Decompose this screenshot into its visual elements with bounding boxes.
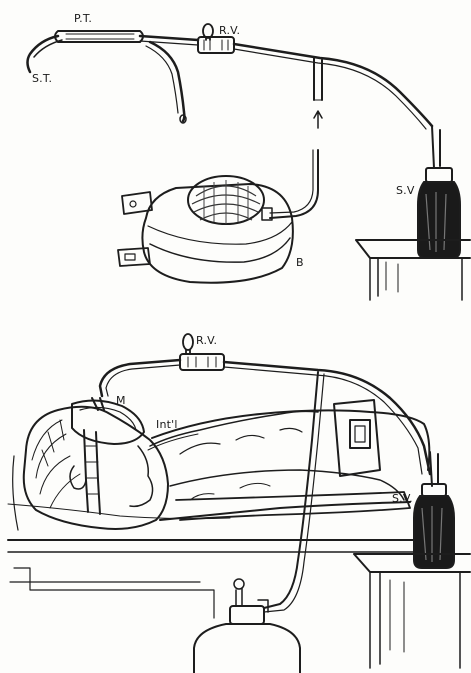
pharyngeal-tube: [28, 31, 144, 72]
label-pt: P.T.: [74, 12, 92, 25]
label-m: M: [116, 394, 126, 407]
label-sv-top: S.V: [396, 184, 415, 197]
label-rv-bottom: R.V.: [196, 334, 217, 347]
bottom-sv-bottle: [414, 452, 454, 568]
label-intl: Int'l: [156, 418, 178, 431]
gas-cylinder: [194, 579, 300, 673]
top-apparatus: [28, 24, 471, 300]
bottom-table: [354, 554, 470, 668]
patient-head: [24, 407, 168, 529]
bottom-tubing: [100, 334, 430, 612]
breathing-bag: [118, 176, 293, 283]
label-rv-top: R.V.: [219, 24, 240, 37]
label-st: S.T.: [32, 72, 52, 85]
bed: [8, 504, 420, 618]
top-sv-bottle: [418, 126, 460, 258]
label-sv-bottom: S.V.: [392, 492, 413, 505]
label-b: B: [296, 256, 304, 269]
face-mask: [72, 398, 144, 514]
soft-tube: [146, 42, 186, 123]
